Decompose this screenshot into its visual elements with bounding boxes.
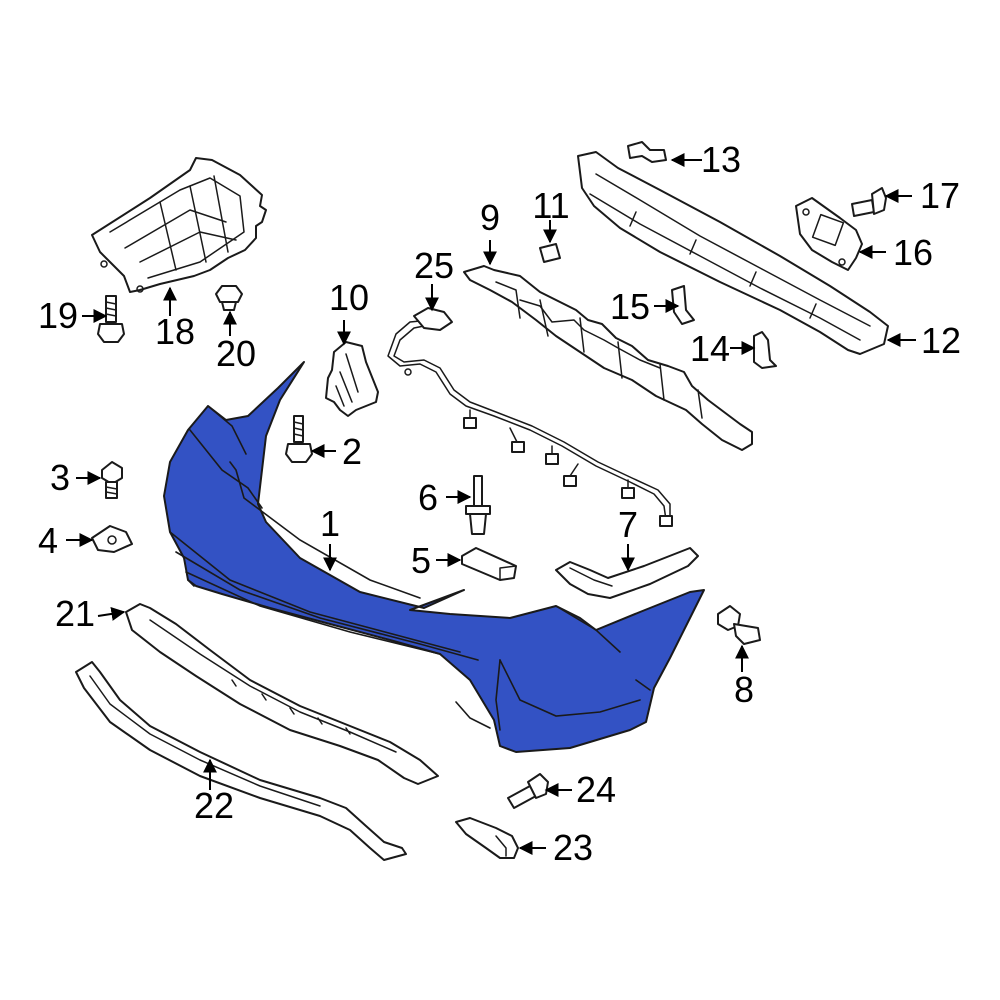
push-pin-6-part[interactable]: [465, 475, 491, 535]
bumper-cover-shape[interactable]: [163, 361, 705, 753]
callout-10: 10: [329, 277, 369, 318]
callout-12: 12: [921, 320, 961, 361]
bolt-8-part[interactable]: [717, 605, 761, 645]
callout-11: 11: [532, 185, 569, 226]
callout-20: 20: [216, 333, 256, 374]
callout-4: 4: [38, 520, 58, 561]
bolt-17-part[interactable]: [851, 187, 887, 217]
leader-lines: [66, 153, 916, 855]
wiring-harness-part[interactable]: [387, 307, 673, 527]
leader-21: [97, 606, 126, 621]
bolt-19-part[interactable]: [97, 295, 125, 343]
reinforcement-beam-part[interactable]: [577, 151, 889, 355]
callout-16: 16: [893, 232, 933, 273]
callout-23: 23: [553, 827, 593, 868]
callout-13: 13: [701, 139, 741, 180]
bolt-3-part[interactable]: [101, 461, 123, 499]
callout-17: 17: [920, 175, 960, 216]
clip-14-part[interactable]: [753, 331, 777, 369]
callout-1: 1: [320, 503, 340, 544]
callout-14: 14: [690, 328, 730, 369]
bracket-13-part[interactable]: [627, 141, 667, 163]
clip-20-part[interactable]: [215, 285, 243, 311]
bumper-cover-part[interactable]: [163, 361, 705, 753]
callout-8: 8: [734, 669, 754, 710]
cap-23-part[interactable]: [455, 817, 519, 859]
callout-5: 5: [411, 540, 431, 581]
callout-18: 18: [155, 311, 195, 352]
molding-22-part[interactable]: [75, 661, 407, 861]
callout-2: 2: [342, 431, 362, 472]
bolt-2-part[interactable]: [285, 415, 313, 463]
clip-4-part[interactable]: [91, 525, 133, 553]
callout-24: 24: [576, 769, 616, 810]
label-11-part[interactable]: [539, 243, 561, 263]
callout-7: 7: [618, 504, 638, 545]
bolt-24-part[interactable]: [507, 773, 549, 809]
callout-19: 19: [38, 295, 78, 336]
callout-9: 9: [480, 197, 500, 238]
callout-25: 25: [414, 245, 454, 286]
callout-3: 3: [50, 457, 70, 498]
callout-labels: 1 2 3 4 5 6 7 8 9 10 11 12 13 14 15 16 1…: [38, 139, 961, 868]
splash-shield-part[interactable]: [91, 157, 267, 293]
strip-7-part[interactable]: [555, 547, 699, 599]
callout-21: 21: [55, 593, 95, 634]
mount-bracket-16-part[interactable]: [795, 197, 863, 271]
callout-22: 22: [194, 785, 234, 826]
energy-absorber-part[interactable]: [463, 265, 753, 451]
side-bracket-part[interactable]: [325, 341, 379, 417]
callout-15: 15: [610, 286, 650, 327]
callout-6: 6: [418, 477, 438, 518]
lower-garnish-21-part[interactable]: [125, 603, 439, 785]
pad-5-part[interactable]: [461, 547, 517, 581]
